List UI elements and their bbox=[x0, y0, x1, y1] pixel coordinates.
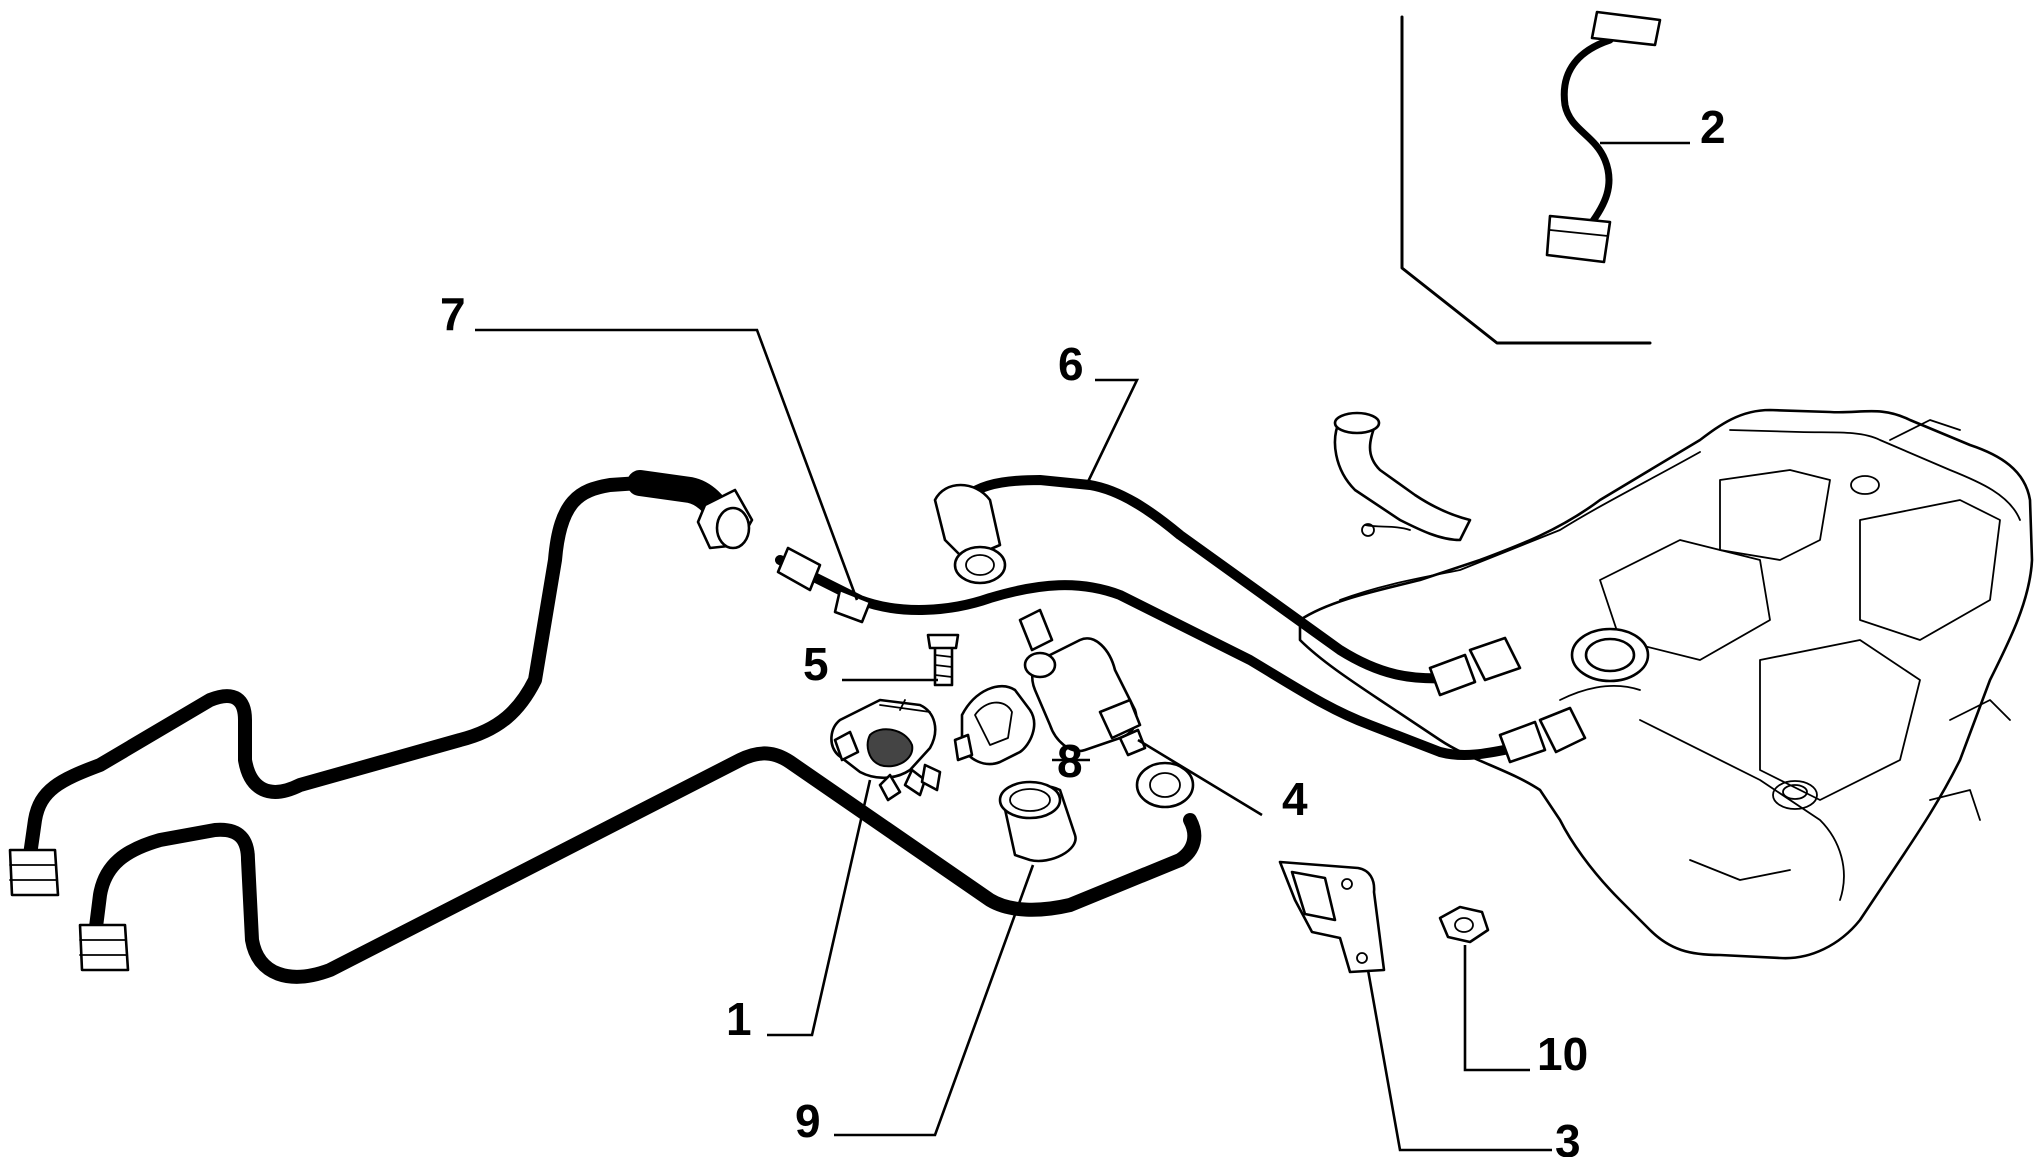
fuel-tank bbox=[1298, 408, 2034, 960]
callout-7: 7 bbox=[440, 288, 466, 340]
fuel-feed-hose-pair bbox=[8, 470, 1202, 984]
callout-3: 3 bbox=[1555, 1115, 1581, 1157]
callout-2: 2 bbox=[1700, 101, 1726, 153]
part-1-regulator bbox=[830, 698, 942, 802]
part-9-filter bbox=[998, 780, 1077, 863]
part-6-fuel-line bbox=[933, 475, 1522, 697]
callout-4: 4 bbox=[1282, 773, 1308, 825]
callout-6: 6 bbox=[1058, 338, 1084, 390]
part-7-fuel-line bbox=[775, 546, 1587, 764]
callout-9: 9 bbox=[795, 1095, 821, 1147]
leader-lines bbox=[475, 141, 1690, 1152]
callout-10: 10 bbox=[1537, 1028, 1588, 1080]
callout-1: 1 bbox=[726, 993, 752, 1045]
callout-5: 5 bbox=[803, 638, 829, 690]
part-8-cover bbox=[953, 684, 1036, 766]
part-5-bolt bbox=[926, 633, 960, 687]
callout-labels: 7 6 2 5 8 4 1 9 3 10 bbox=[440, 101, 1726, 1157]
part-10-nut bbox=[1438, 905, 1490, 944]
part-2-wiring-harness bbox=[1400, 10, 1662, 345]
part-3-bracket bbox=[1278, 860, 1386, 974]
callout-8: 8 bbox=[1057, 735, 1083, 787]
part-4-fuel-pump bbox=[1018, 608, 1147, 757]
